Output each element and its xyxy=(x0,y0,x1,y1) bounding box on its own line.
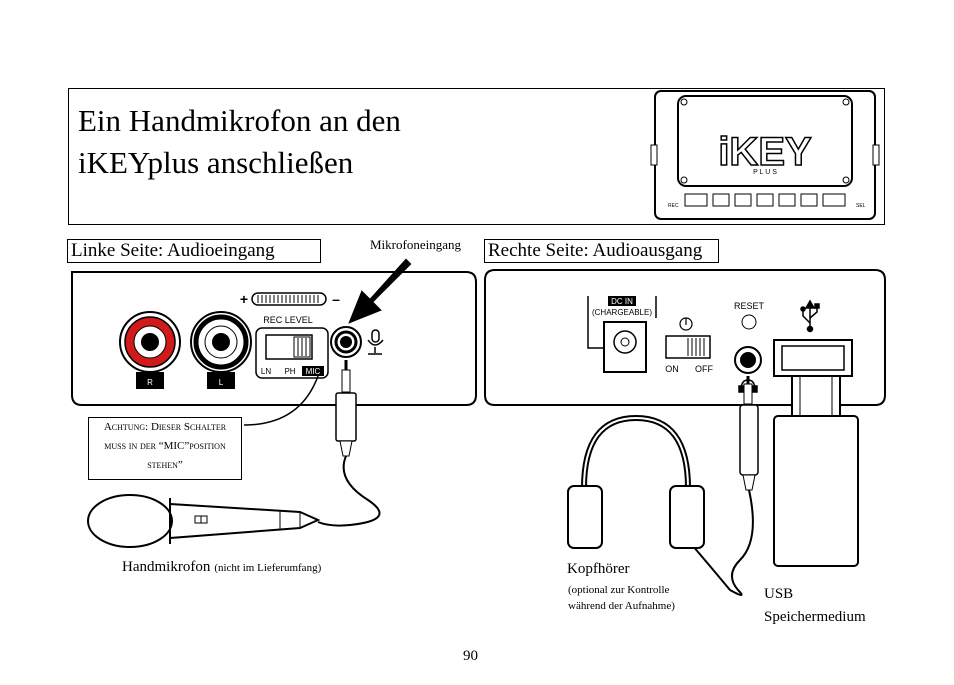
usb-icon xyxy=(800,299,820,333)
rec-level-wheel-ridges xyxy=(257,295,319,303)
warning-pointer-line xyxy=(243,375,319,426)
usb-storage-stick xyxy=(773,375,859,567)
screw-br xyxy=(842,176,850,184)
page-title: Ein Handmikrofon an den iKEYplus anschli… xyxy=(78,100,401,184)
headphones xyxy=(567,414,705,549)
dc-in-label-bg xyxy=(608,296,636,306)
warning-line-2: muss in der “MIC”position xyxy=(104,440,226,452)
off-label: OFF xyxy=(695,364,713,374)
minus-sign: – xyxy=(332,291,340,307)
reset-button[interactable] xyxy=(741,314,757,330)
on-label: ON xyxy=(665,364,679,374)
rec-level-label: REC LEVEL xyxy=(263,315,313,325)
headphones-note: (optional zur Kontrolle während der Aufn… xyxy=(568,582,675,614)
rca-left-label: L xyxy=(219,378,224,387)
headphone-plug xyxy=(739,376,759,491)
mic-plug xyxy=(335,360,357,457)
warning-line-1: Achtung: Dieser Schalter xyxy=(103,421,227,433)
switch-pos-ln: LN xyxy=(261,367,271,376)
plus-sign: + xyxy=(240,291,248,307)
handheld-mic-caption: Handmikrofon (nicht im Lieferumfang) xyxy=(122,558,321,576)
right-panel-outline xyxy=(484,269,886,406)
mic-cable xyxy=(317,455,381,527)
screw-tl xyxy=(680,98,688,106)
switch-knob-ridges xyxy=(297,338,307,356)
screw-tr xyxy=(842,98,850,106)
device-top-plate xyxy=(677,95,853,187)
reset-label: RESET xyxy=(734,301,765,311)
rec-label: REC xyxy=(668,203,679,209)
mic-input-label: Mikrofoneingang xyxy=(370,237,461,252)
rca-right-label: R xyxy=(147,378,153,387)
device-top-illustration: iKEY P L U S REC SEL xyxy=(650,90,880,220)
handheld-mic-label: Handmikrofon xyxy=(122,559,211,575)
handheld-mic-note: (nicht im Lieferumfang) xyxy=(214,562,322,574)
warning-box: Achtung: Dieser Schalter muss in der “MI… xyxy=(88,417,242,480)
dc-in-bracket xyxy=(587,296,604,349)
headphone-cable xyxy=(691,489,754,596)
device-logo: iKEY xyxy=(718,130,812,174)
title-box xyxy=(68,88,885,225)
rca-jack-right xyxy=(119,311,181,389)
mic-input-arrow xyxy=(348,258,412,324)
headphones-note-line-1: (optional zur Kontrolle xyxy=(568,584,670,596)
headphone-jack xyxy=(734,346,762,374)
dc-in-jack xyxy=(603,321,647,373)
usb-label-line-2: Speichermedium xyxy=(764,609,866,625)
headphones-note-line-2: während der Aufnahme) xyxy=(568,600,675,612)
device-side-left xyxy=(650,144,658,166)
usb-port xyxy=(773,339,853,377)
sel-label: SEL xyxy=(856,203,866,209)
dc-in-label: DC IN xyxy=(611,297,633,306)
right-side-heading: Rechte Seite: Audioausgang xyxy=(484,239,719,263)
rec-level-wheel[interactable] xyxy=(251,292,327,306)
warning-line-3: stehen” xyxy=(147,459,183,471)
rca-jack-left xyxy=(190,311,252,389)
microphone-symbol-icon xyxy=(367,329,384,355)
title-line-2: iKEYplus anschließen xyxy=(78,145,354,180)
handheld-microphone xyxy=(87,494,321,548)
device-side-right xyxy=(872,144,880,166)
headphones-label: Kopfhörer xyxy=(567,561,630,577)
mic-input-jack xyxy=(330,326,362,358)
switch-pos-ph: PH xyxy=(284,367,295,376)
switch-pos-mic: MIC xyxy=(306,367,321,376)
usb-label-line-1: USB xyxy=(764,586,794,602)
power-switch-ridges xyxy=(687,338,705,356)
switch-pos-mic-bg xyxy=(302,366,324,376)
usb-storage-label: USB Speichermedium xyxy=(764,583,866,629)
title-line-1: Ein Handmikrofon an den xyxy=(78,103,401,138)
chargeable-label: (CHARGEABLE) xyxy=(592,308,652,317)
page-number: 90 xyxy=(463,648,478,664)
device-button-row xyxy=(684,193,846,207)
device-logo-sub: P L U S xyxy=(753,169,777,176)
power-icon xyxy=(679,317,693,331)
left-side-heading: Linke Seite: Audioeingang xyxy=(67,239,321,263)
left-panel-outline xyxy=(71,271,477,406)
screw-bl xyxy=(680,176,688,184)
